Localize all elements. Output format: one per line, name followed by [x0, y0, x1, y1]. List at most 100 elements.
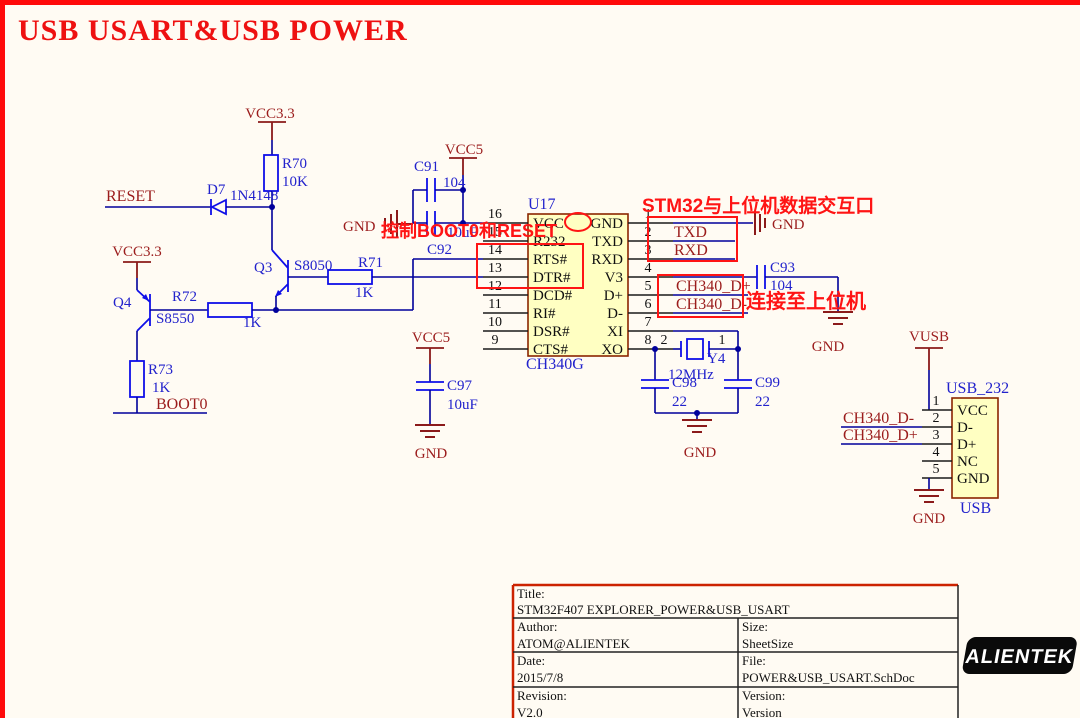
svg-text:U17: U17 [528, 196, 556, 213]
svg-text:5: 5 [645, 279, 652, 294]
svg-text:1: 1 [933, 394, 940, 409]
net-label-txd: TXD [674, 224, 707, 241]
alientek-logo: ALIENTEK [962, 637, 1077, 674]
vcc5-power-port-top: VCC5 [445, 142, 483, 175]
svg-text:SheetSize: SheetSize [742, 636, 793, 651]
svg-text:1: 1 [645, 207, 652, 222]
svg-text:7: 7 [645, 315, 652, 330]
junction-boot-node [273, 307, 279, 313]
gnd-symbol-v3: GND [812, 311, 853, 355]
diode-d7: D7 1N4148 [207, 182, 278, 216]
svg-text:Date:: Date: [517, 653, 545, 668]
svg-text:Y4: Y4 [707, 351, 726, 367]
gnd-symbol-caps: GND [343, 210, 413, 238]
svg-text:STM32F407 EXPLORER_POWER&USB_U: STM32F407 EXPLORER_POWER&USB_USART [517, 602, 790, 617]
svg-text:控制BOOT0和RESET: 控制BOOT0和RESET [381, 220, 557, 241]
capacitor-c93: C93 104 [756, 260, 795, 294]
svg-text:C98: C98 [672, 375, 697, 391]
gnd-symbol-c97: GND [415, 424, 447, 462]
svg-text:104: 104 [443, 175, 466, 191]
svg-text:USB: USB [960, 500, 991, 517]
annotation-connect-host: 连接至上位机 [657, 274, 866, 318]
svg-text:C97: C97 [447, 378, 473, 394]
svg-text:GND: GND [591, 216, 624, 232]
svg-text:4: 4 [933, 445, 940, 460]
svg-text:Title:: Title: [517, 586, 545, 601]
net-label-usb-dp: CH340_D+ [843, 427, 918, 444]
svg-text:GND: GND [957, 471, 990, 487]
svg-text:C91: C91 [414, 159, 439, 175]
svg-text:Author:: Author: [517, 619, 557, 634]
svg-text:D+: D+ [604, 288, 623, 304]
svg-text:STM32与上位机数据交互口: STM32与上位机数据交互口 [642, 194, 874, 217]
svg-text:TXD: TXD [592, 234, 623, 250]
annotation-box-usb-data [657, 274, 744, 318]
capacitor-c97: C97 10uF [416, 364, 478, 425]
svg-text:D-: D- [607, 306, 623, 322]
svg-text:9: 9 [492, 333, 499, 348]
crystal-y4: 2 1 Y4 12MHz [661, 333, 738, 383]
svg-text:GND: GND [343, 219, 376, 235]
svg-text:RI#: RI# [533, 306, 556, 322]
svg-text:D+: D+ [957, 437, 976, 453]
svg-text:S8050: S8050 [294, 258, 332, 274]
svg-text:ALIENTEK: ALIENTEK [964, 646, 1076, 668]
page-border-top [0, 0, 1080, 5]
svg-text:22: 22 [672, 394, 687, 410]
capacitor-c99: C99 22 [724, 349, 780, 413]
svg-text:13: 13 [488, 261, 502, 276]
svg-text:1N4148: 1N4148 [230, 188, 278, 204]
net-label-ch340-dp: CH340_D+ [676, 278, 751, 295]
svg-text:CTS#: CTS# [533, 342, 569, 358]
usb-connector: USB_232 USB 1 2 3 4 5 VCC D- D+ NC GND [922, 380, 1009, 517]
svg-text:10uF: 10uF [447, 225, 478, 241]
svg-text:VCC3.3: VCC3.3 [245, 106, 295, 122]
annotation-box-txd-rxd [647, 216, 738, 262]
svg-text:10uF: 10uF [447, 397, 478, 413]
svg-text:Version:: Version: [742, 688, 785, 703]
net-label-boot0: BOOT0 [156, 396, 208, 413]
svg-text:XO: XO [601, 342, 623, 358]
svg-text:C92: C92 [427, 242, 452, 258]
gnd-symbol-usb: GND [913, 489, 945, 527]
svg-text:1: 1 [719, 333, 726, 348]
capacitor-c91: C91 104 [413, 159, 466, 202]
svg-text:USB_232: USB_232 [946, 380, 1009, 397]
svg-text:R70: R70 [282, 156, 307, 172]
svg-text:C93: C93 [770, 260, 795, 276]
svg-text:XI: XI [607, 324, 623, 340]
annotation-control-boot-reset: 控制BOOT0和RESET [381, 212, 592, 289]
capacitor-c92: 10uF C92 [412, 190, 483, 258]
wire-boot0 [113, 397, 207, 414]
svg-text:DSR#: DSR# [533, 324, 570, 340]
transistor-q3: Q3 S8050 [254, 249, 332, 297]
svg-text:RTS#: RTS# [533, 252, 568, 268]
chip-u17: U17 CH340G 16 15 14 13 12 11 10 9 1 2 3 … [483, 196, 673, 373]
svg-text:VCC3.3: VCC3.3 [112, 244, 162, 260]
page-title: USB USART&USB POWER [18, 14, 408, 47]
svg-text:Q4: Q4 [113, 295, 132, 311]
svg-text:NC: NC [957, 454, 978, 470]
svg-text:CH340G: CH340G [526, 356, 584, 373]
svg-text:R71: R71 [358, 255, 383, 271]
svg-text:10K: 10K [282, 174, 308, 190]
svg-text:VCC5: VCC5 [445, 142, 483, 158]
svg-text:VCC: VCC [957, 403, 988, 419]
gnd-symbol-xtal: GND [682, 419, 717, 461]
svg-text:R73: R73 [148, 362, 173, 378]
svg-text:DTR#: DTR# [533, 270, 571, 286]
junction-c91 [460, 187, 466, 193]
svg-text:3: 3 [933, 428, 940, 443]
wire-xi-xtal [673, 330, 739, 349]
annotation-data-port: STM32与上位机数据交互口 [642, 194, 874, 262]
svg-text:15: 15 [488, 225, 502, 240]
svg-text:S8550: S8550 [156, 311, 194, 327]
svg-text:12: 12 [488, 279, 502, 294]
vcc33-power-port-top: VCC3.3 [245, 106, 295, 140]
resistor-r71: R71 1K [327, 255, 383, 301]
svg-text:GND: GND [684, 445, 717, 461]
resistor-r70: R70 10K [263, 154, 308, 192]
svg-text:5: 5 [933, 462, 940, 477]
vcc33-power-port-left: VCC3.3 [112, 244, 162, 278]
svg-text:VUSB: VUSB [909, 329, 949, 345]
